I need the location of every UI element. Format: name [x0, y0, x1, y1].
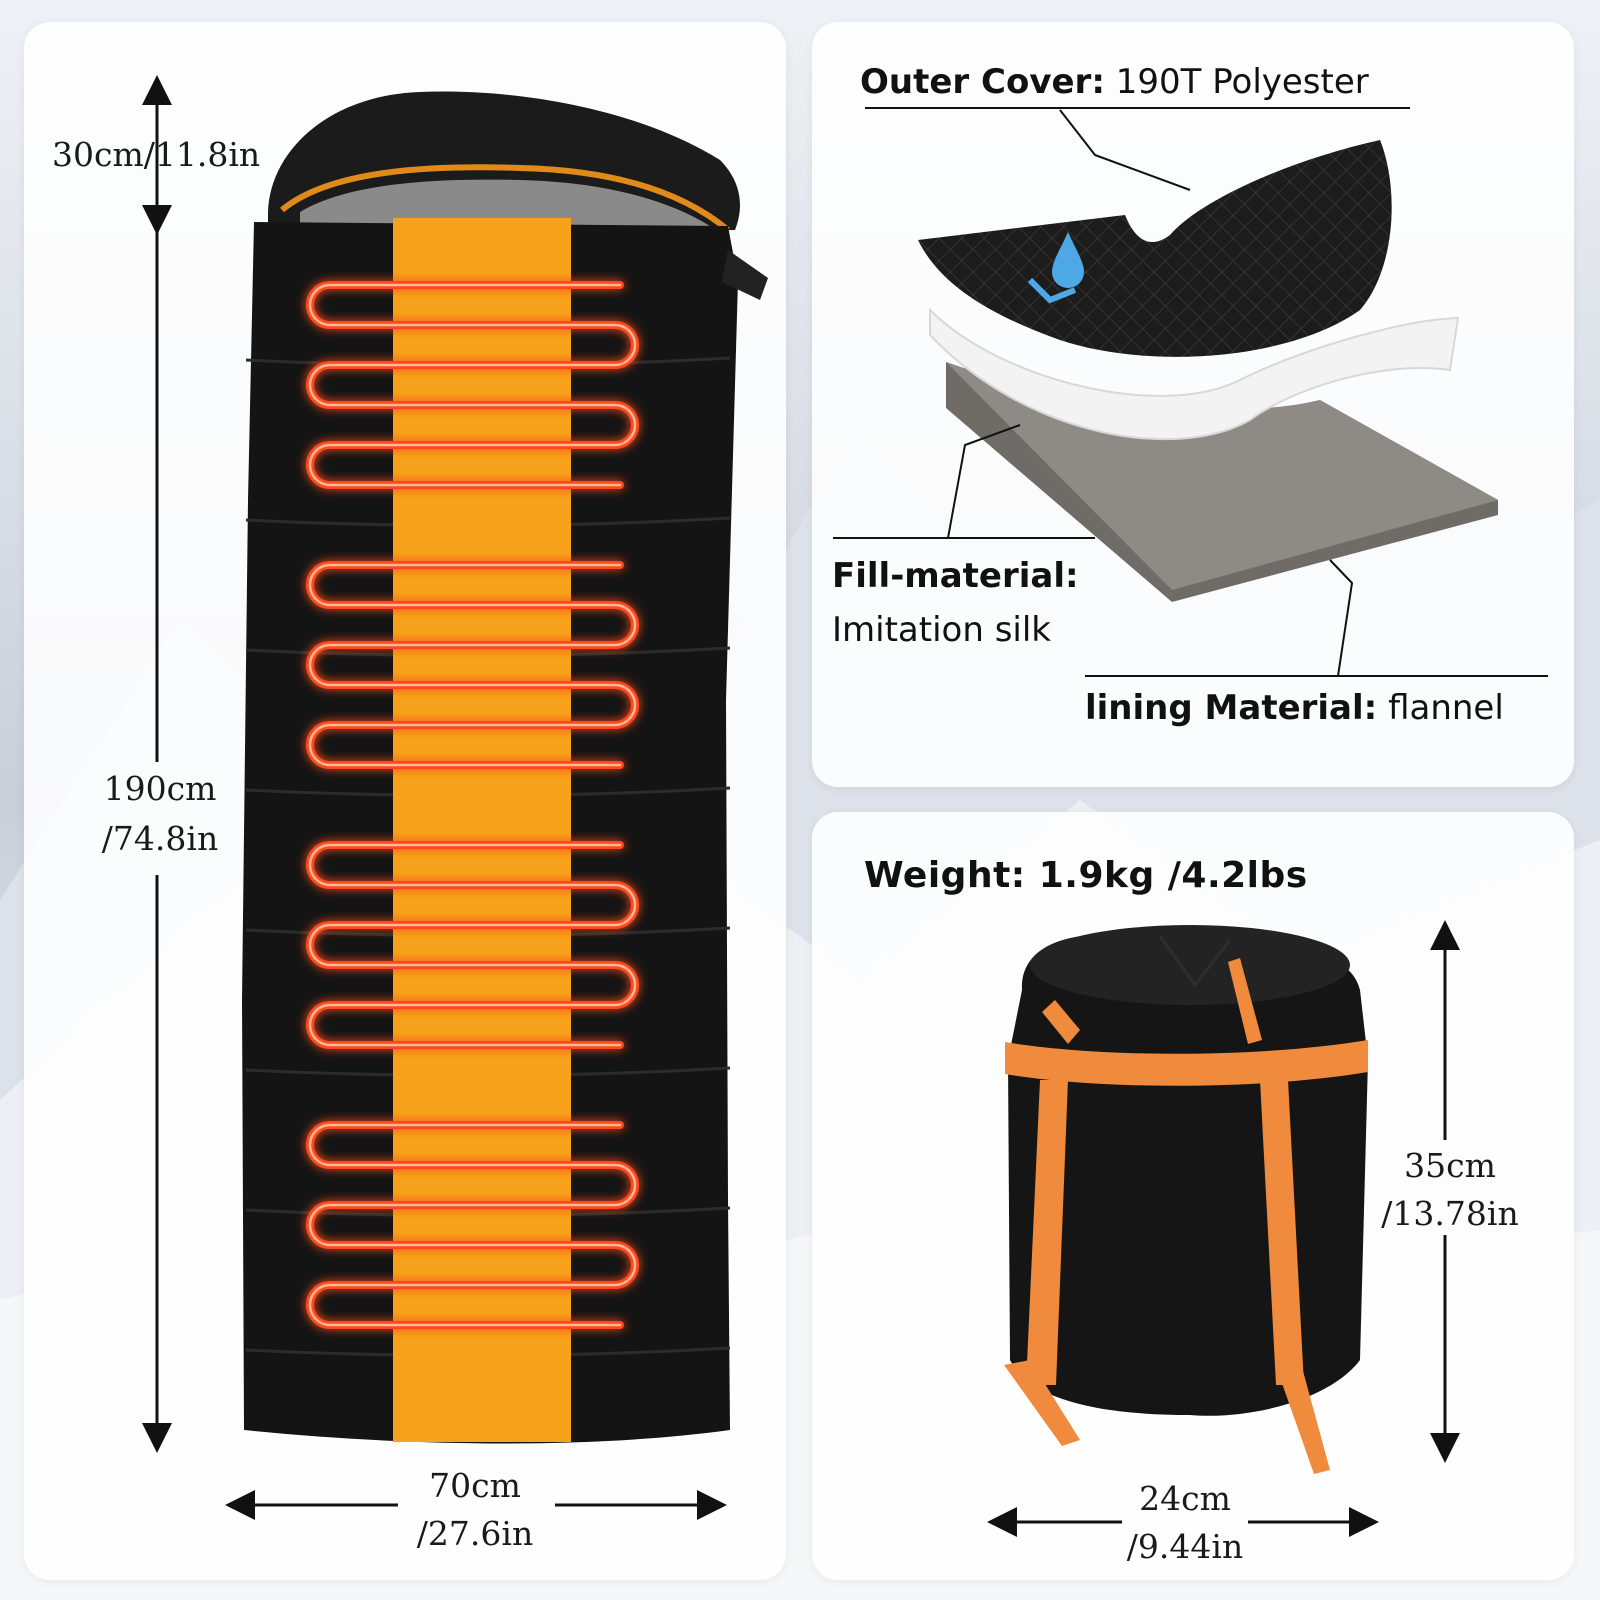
packed-height-cm-label: 35cm — [1404, 1146, 1496, 1185]
water-drop-icon — [1052, 232, 1084, 288]
fill-material-title: Fill-material: — [832, 556, 1079, 596]
sleeping-bag — [242, 91, 768, 1444]
outer-cover-value: 190T Polyester — [1115, 62, 1369, 102]
packed-width-in-label: /9.44in — [1126, 1527, 1244, 1566]
lining-material-label: lining Material: flannel — [1085, 686, 1504, 730]
packed-width-cm-label: 24cm — [1139, 1479, 1231, 1518]
outer-cover-label: Outer Cover: 190T Polyester — [860, 60, 1369, 104]
material-layers — [918, 140, 1498, 602]
length-cm-label: 190cm — [103, 769, 217, 808]
weight-title: Weight: — [864, 855, 1026, 896]
lining-material-value: flannel — [1388, 688, 1504, 728]
fill-material-label: Fill-material: — [832, 554, 1079, 598]
lining-material-title: lining Material: — [1085, 688, 1378, 728]
packed-sleeping-bag — [1004, 925, 1368, 1474]
width-in-label: /27.6in — [416, 1514, 534, 1553]
length-in-label: /74.8in — [101, 819, 219, 858]
hood-height-label: 30cm/11.8in — [52, 135, 261, 174]
width-cm-label: 70cm — [429, 1466, 521, 1505]
weight-value: 1.9kg /4.2lbs — [1038, 855, 1308, 896]
packed-height-in-label: /13.78in — [1381, 1194, 1519, 1233]
fill-material-value: Imitation silk — [832, 610, 1051, 650]
outer-cover-title: Outer Cover: — [860, 62, 1105, 102]
weight-label: Weight: 1.9kg /4.2lbs — [864, 855, 1308, 896]
water-repel-arrow-icon — [1027, 277, 1077, 304]
